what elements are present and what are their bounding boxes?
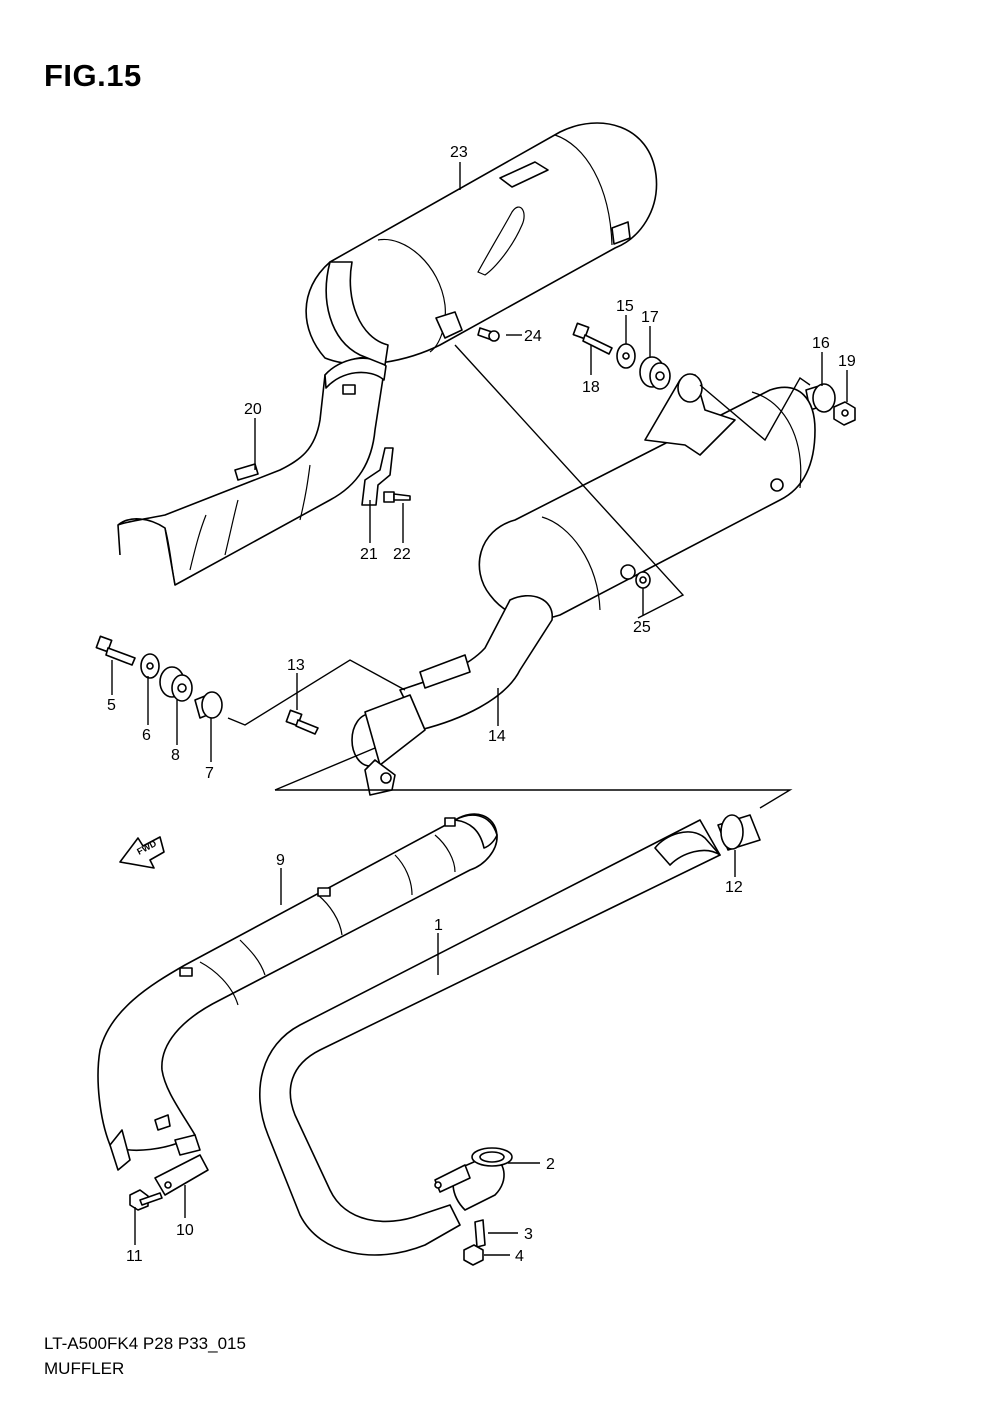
callout-21: 21 [360, 546, 378, 563]
part-muffler-14[interactable] [351, 373, 816, 796]
callout-22: 22 [393, 546, 411, 563]
callout-15: 15 [616, 298, 634, 315]
part-nut-25[interactable] [635, 571, 651, 589]
part-washer-6[interactable] [140, 653, 160, 679]
part-stud-3[interactable] [474, 1219, 486, 1248]
callout-14: 14 [488, 728, 506, 745]
part-bolt-13[interactable] [285, 709, 319, 735]
part-gasket-2[interactable] [471, 1147, 513, 1167]
part-pipe-heat-shield[interactable] [117, 261, 389, 586]
part-sleeve-12[interactable] [717, 814, 761, 851]
part-exhaust-pipe[interactable] [259, 819, 721, 1256]
model-code: LT-A500FK4 P28 P33_015 [44, 1334, 246, 1353]
part-bolt-22[interactable] [383, 491, 411, 503]
part-collar-16[interactable] [805, 383, 836, 413]
callout-8: 8 [171, 747, 180, 764]
callout-labels: 23 24 15 17 18 16 19 20 21 22 25 5 6 8 7… [107, 144, 856, 1265]
callout-3: 3 [524, 1226, 533, 1243]
part-nut-4[interactable] [463, 1244, 484, 1266]
callout-24: 24 [524, 328, 542, 345]
callout-16: 16 [812, 335, 830, 352]
callout-5: 5 [107, 697, 116, 714]
callout-18: 18 [582, 379, 600, 396]
part-bolt-11[interactable] [129, 1189, 163, 1211]
callout-23: 23 [450, 144, 468, 161]
callout-10: 10 [176, 1222, 194, 1239]
part-bracket[interactable] [361, 447, 394, 506]
part-bolt-24[interactable] [477, 327, 500, 342]
part-collar-7[interactable] [194, 691, 223, 719]
part-lower-heat-shield[interactable] [97, 813, 498, 1171]
figure-title: FIG.15 [44, 58, 142, 93]
part-muffler-cover[interactable] [305, 122, 658, 365]
part-nut-19[interactable] [833, 401, 856, 426]
callout-9: 9 [276, 852, 285, 869]
callout-17: 17 [641, 309, 659, 326]
part-bolt-5[interactable] [95, 635, 136, 666]
fwd-arrow-icon: FWD [119, 836, 165, 869]
callout-25: 25 [633, 619, 651, 636]
callout-4: 4 [515, 1248, 524, 1265]
callout-12: 12 [725, 879, 743, 896]
callout-2: 2 [546, 1156, 555, 1173]
callout-11: 11 [126, 1248, 143, 1265]
callout-13: 13 [287, 657, 305, 674]
leader-lines [111, 162, 848, 1256]
callout-20: 20 [244, 401, 262, 418]
part-clamp-10[interactable] [154, 1154, 209, 1196]
part-grommet-17[interactable] [639, 356, 671, 390]
callout-6: 6 [142, 727, 151, 744]
callout-1: 1 [434, 917, 443, 934]
callout-7: 7 [205, 765, 214, 782]
callout-19: 19 [838, 353, 856, 370]
part-grommet-8[interactable] [159, 666, 193, 702]
part-bolt-18[interactable] [572, 322, 613, 355]
part-washer-15[interactable] [616, 343, 636, 369]
figure-name: MUFFLER [44, 1359, 125, 1378]
